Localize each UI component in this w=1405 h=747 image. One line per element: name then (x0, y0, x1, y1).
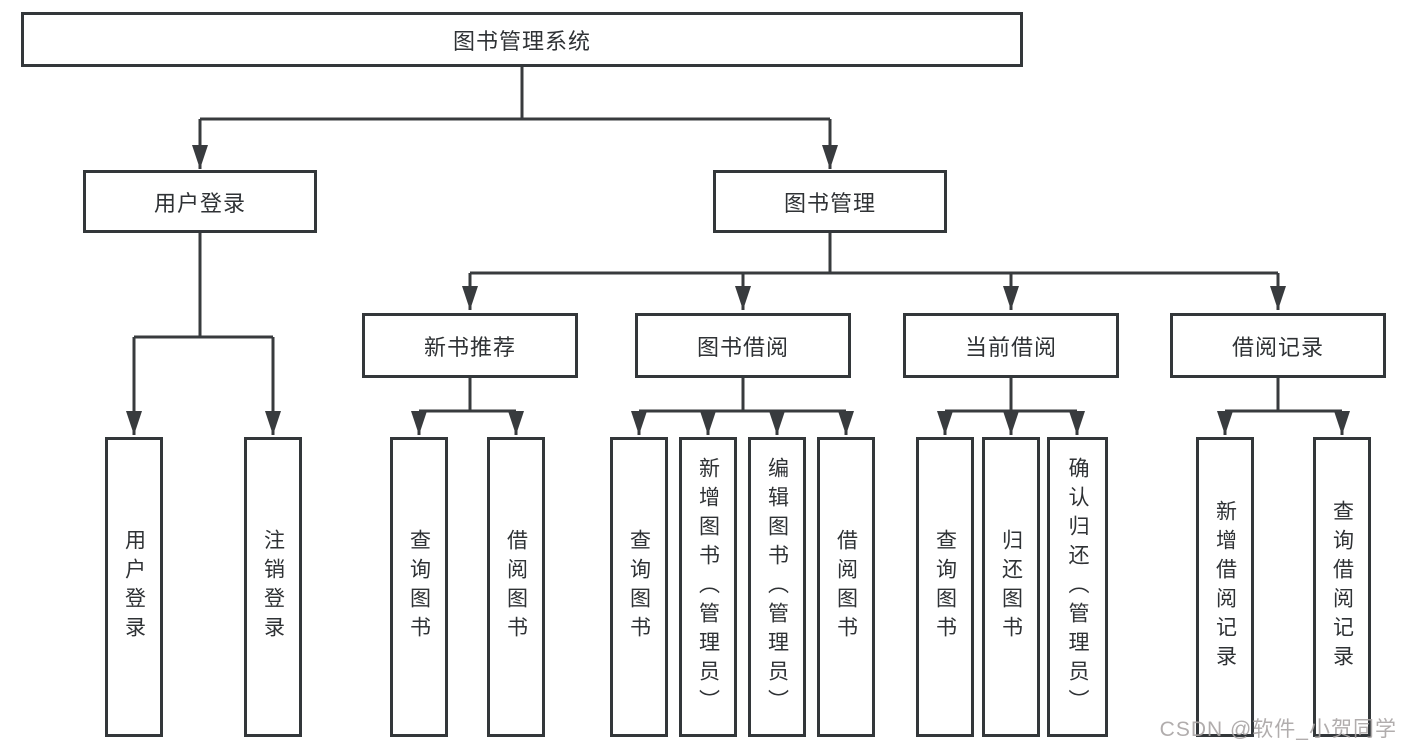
leaf-bb-add-books-admin: 新增图书（管理员） (679, 437, 737, 737)
node-user-login-branch: 用户登录 (83, 170, 317, 233)
leaf-br-add-record: 新增借阅记录 (1196, 437, 1254, 737)
leaf-cb-query-books: 查询图书 (916, 437, 974, 737)
leaf-bb-edit-books-admin: 编辑图书（管理员） (748, 437, 806, 737)
leaf-nb-borrow-books: 借阅图书 (487, 437, 545, 737)
connector-user-login-to-children (134, 233, 273, 339)
leaf-user-login: 用户登录 (105, 437, 163, 737)
connector-current-borrow-to-children (945, 378, 1077, 413)
leaf-bb-borrow-books: 借阅图书 (817, 437, 875, 737)
leaf-bb-query-books: 查询图书 (610, 437, 668, 737)
node-root: 图书管理系统 (21, 12, 1023, 67)
connector-root-to-level2 (200, 67, 830, 121)
connector-borrow-records-to-children (1225, 378, 1342, 413)
leaf-br-query-record: 查询借阅记录 (1313, 437, 1371, 737)
leaf-cb-confirm-return-admin: 确认归还（管理员） (1047, 437, 1108, 737)
node-book-management: 图书管理 (713, 170, 947, 233)
watermark: CSDN @软件_小贺同学 (1159, 718, 1397, 741)
node-new-book-recommend: 新书推荐 (362, 313, 578, 378)
node-borrow-records: 借阅记录 (1170, 313, 1386, 378)
leaf-nb-query-books: 查询图书 (390, 437, 448, 737)
connector-book-borrow-to-children (639, 378, 846, 413)
leaf-cb-return-books: 归还图书 (982, 437, 1040, 737)
node-current-borrow: 当前借阅 (903, 313, 1119, 378)
node-book-borrow: 图书借阅 (635, 313, 851, 378)
connector-book-management-to-level3 (470, 232, 1278, 275)
leaf-logout: 注销登录 (244, 437, 302, 737)
connector-new-book-to-children (419, 378, 516, 413)
